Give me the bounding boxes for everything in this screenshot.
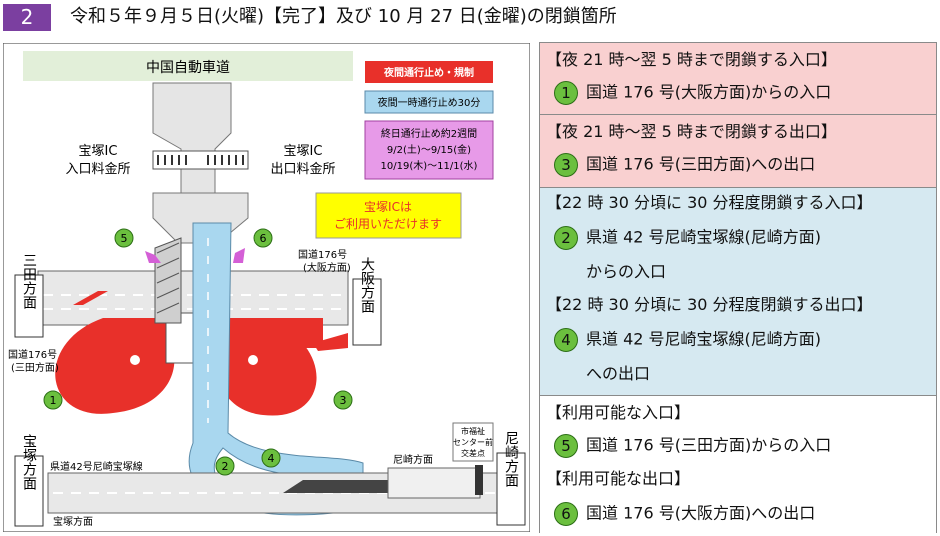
s3-heading: 【22 時 30 分頃に 30 分程度閉鎖する入口】 xyxy=(546,193,873,212)
route176-sanda-line1: 国道176号 xyxy=(8,348,57,361)
allday-connector-east xyxy=(233,248,245,263)
night-closure-osaka-ramp xyxy=(313,333,348,351)
sanda-box-label: 三田方面 xyxy=(21,253,37,309)
takarazuka-box xyxy=(14,455,44,527)
marker-1-label: 1 xyxy=(50,394,57,407)
s4-heading: 【22 時 30 分頃に 30 分程度閉鎖する出口】 xyxy=(546,295,873,314)
allday-connector-west xyxy=(145,251,161,263)
marker-2: 2 xyxy=(215,456,235,476)
s1-item: 1 国道 176 号(大阪方面)からの入口 xyxy=(554,81,831,105)
s5-item: 5 国道 176 号(三田方面)からの入口 xyxy=(554,434,831,458)
legend-night-swatch xyxy=(365,61,493,83)
ic-entrance-line1: 宝塚IC xyxy=(79,144,118,159)
s6-heading: 【利用可能な出口】 xyxy=(546,469,691,488)
s5-item-text: 国道 176 号(三田方面)からの入口 xyxy=(586,435,832,455)
s2-item: 3 国道 176 号(三田方面)への出口 xyxy=(554,153,815,177)
marker-4: 4 xyxy=(261,448,281,468)
expressway-label: 中国自動車道 xyxy=(146,59,230,76)
num-2-badge: 2 xyxy=(554,226,578,250)
legend-night-label: 夜間通行止め・規制 xyxy=(383,66,474,79)
intersection-line3: 交差点 xyxy=(461,448,485,458)
closure-map: 中国自動車道 夜間通行止め・規制 夜間一時通行止め30分 終日通行止め約2週間 … xyxy=(3,43,530,532)
s1-heading: 【夜 21 時～翌 5 時まで閉鎖する入口】 xyxy=(546,50,837,69)
amagasaki-dir-label: 尼崎方面 xyxy=(393,453,433,466)
s4-item: 4 県道 42 号尼崎宝塚線(尼崎方面) xyxy=(554,328,821,352)
closure-list-panel: 【夜 21 時～翌 5 時まで閉鎖する入口】 1 国道 176 号(大阪方面)から… xyxy=(539,42,937,533)
legend-allday-swatch xyxy=(364,120,494,180)
ic-exit-line2: 出口料金所 xyxy=(270,161,335,177)
num-1-badge: 1 xyxy=(554,81,578,105)
num-5-badge: 5 xyxy=(554,434,578,458)
sanda-box xyxy=(14,274,44,338)
intersection-line1: 市福祉 xyxy=(461,426,485,436)
ic-entrance-line2: 入口料金所 xyxy=(65,161,130,177)
s6-item-text: 国道 176 号(大阪方面)への出口 xyxy=(586,503,816,523)
expressway-band xyxy=(23,51,353,81)
route176-osaka-line1: 国道176号 xyxy=(298,248,347,261)
night-closure-sanda-ramp xyxy=(73,291,108,305)
marker-5-label: 5 xyxy=(121,232,128,245)
takarazuka-box-label: 宝塚方面 xyxy=(21,434,37,490)
s3-item: 2 県道 42 号尼崎宝塚線(尼崎方面) xyxy=(554,226,821,250)
pref42-label: 県道42号尼崎宝塚線 xyxy=(50,460,143,473)
legend-short-swatch xyxy=(364,90,494,114)
no-entry-icon-west xyxy=(128,353,142,367)
marker-3-label: 3 xyxy=(340,394,347,407)
s6-item: 6 国道 176 号(大阪方面)への出口 xyxy=(554,502,815,526)
notice-line2: ご利用いただけます xyxy=(334,216,442,231)
legend-allday-line3: 10/19(木)～11/1(水) xyxy=(381,160,478,172)
s4-item-text: 県道 42 号尼崎宝塚線(尼崎方面) xyxy=(586,329,822,349)
amagasaki-box-label: 尼崎方面 xyxy=(503,431,519,487)
section-exit-night: 【夜 21 時～翌 5 時まで閉鎖する出口】 3 国道 176 号(三田方面)への… xyxy=(540,115,936,188)
allday-hatching xyxy=(156,242,180,314)
intersection-line2: センター前 xyxy=(453,437,493,447)
pref42-median xyxy=(283,480,393,493)
marker-1: 1 xyxy=(43,390,63,410)
traffic-signal xyxy=(475,465,483,495)
legend-allday-line1: 終日通行止め約2週間 xyxy=(381,127,477,140)
s3-item-text: 県道 42 号尼崎宝塚線(尼崎方面) xyxy=(586,227,822,247)
takarazuka-dir-label: 宝塚方面 xyxy=(53,515,93,528)
section-number-badge: 2 xyxy=(3,4,51,31)
marker-2-label: 2 xyxy=(222,460,229,473)
notice-box xyxy=(315,192,462,239)
route176-sanda-line2: (三田方面) xyxy=(11,361,59,374)
notice-line1: 宝塚ICは xyxy=(364,200,412,214)
marker-3: 3 xyxy=(333,390,353,410)
marker-6-label: 6 xyxy=(260,232,267,245)
no-entry-icon-east xyxy=(246,353,260,367)
marker-4-label: 4 xyxy=(268,452,275,465)
page-title: 令和５年９月５日(火曜)【完了】及び 10 月 27 日(金曜)の閉鎖箇所 xyxy=(70,6,617,27)
amagasaki-box xyxy=(496,452,526,526)
section-available: 【利用可能な入口】 5 国道 176 号(三田方面)からの入口 【利用可能な出口】… xyxy=(540,396,936,533)
s2-heading: 【夜 21 時～翌 5 時まで閉鎖する出口】 xyxy=(546,122,837,141)
s3-item-cont: からの入口 xyxy=(586,262,667,281)
s2-item-text: 国道 176 号(三田方面)への出口 xyxy=(586,154,816,174)
osaka-box xyxy=(352,278,382,346)
s5-heading: 【利用可能な入口】 xyxy=(546,403,691,422)
route176-osaka-line2: (大阪方面) xyxy=(303,261,351,274)
num-4-badge: 4 xyxy=(554,328,578,352)
section-short-closure: 【22 時 30 分頃に 30 分程度閉鎖する入口】 2 県道 42 号尼崎宝塚線… xyxy=(540,188,936,396)
s1-item-text: 国道 176 号(大阪方面)からの入口 xyxy=(586,82,832,102)
allday-closure-ramp xyxy=(154,237,182,324)
num-6-badge: 6 xyxy=(554,502,578,526)
osaka-box-label: 大阪方面 xyxy=(359,257,375,313)
toll-booth-lines xyxy=(157,155,244,165)
section-entrance-night: 【夜 21 時～翌 5 時まで閉鎖する入口】 1 国道 176 号(大阪方面)から… xyxy=(540,43,936,115)
amagasaki-road xyxy=(387,467,481,499)
legend-allday-line2: 9/2(土)～9/15(金) xyxy=(387,143,471,156)
num-3-badge: 3 xyxy=(554,153,578,177)
marker-6: 6 xyxy=(253,228,273,248)
toll-booths xyxy=(152,150,249,170)
marker-5: 5 xyxy=(114,228,134,248)
intersection-box xyxy=(452,422,494,462)
ic-exit-line1: 宝塚IC xyxy=(284,144,323,159)
legend-short-label: 夜間一時通行止め30分 xyxy=(378,96,481,109)
s4-item-cont: への出口 xyxy=(586,364,651,383)
